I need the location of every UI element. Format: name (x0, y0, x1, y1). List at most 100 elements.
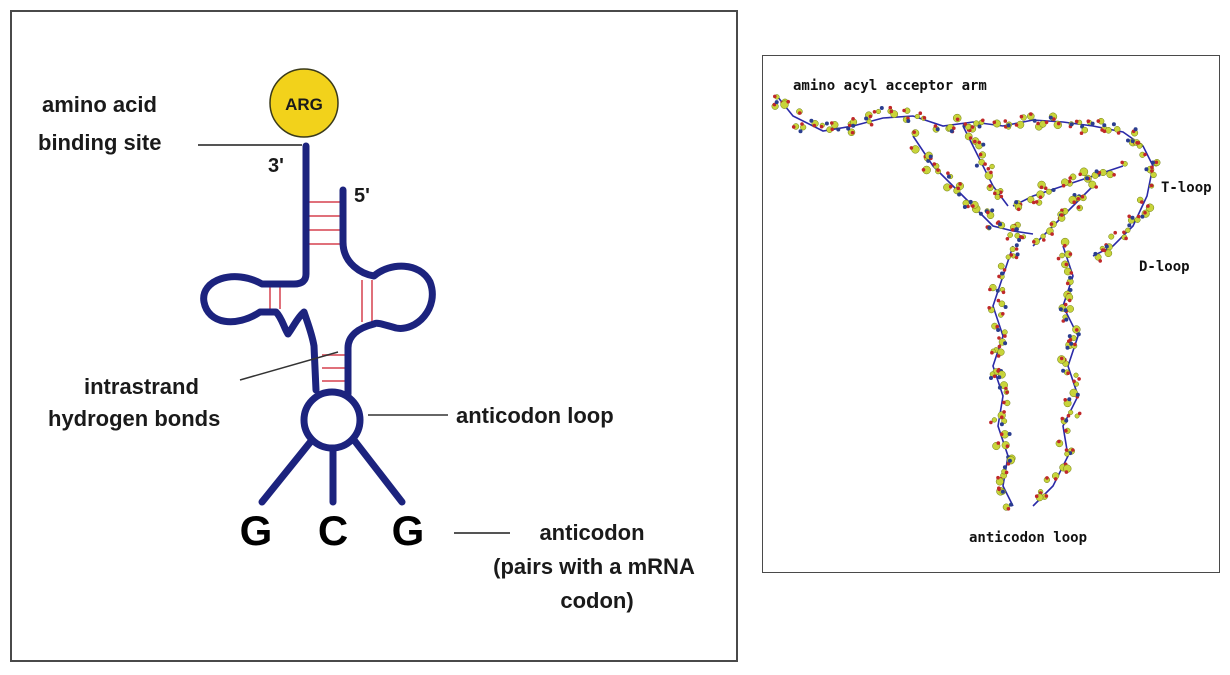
sugar-atom (1009, 246, 1016, 253)
codon-base-3: G (392, 507, 425, 554)
amino-acid-circle (269, 68, 339, 138)
oxygen-atom (999, 190, 1003, 195)
base-atom (1063, 308, 1068, 313)
base-atom (1051, 188, 1056, 192)
oxygen-atom (958, 182, 962, 186)
oxygen-atom (1068, 252, 1073, 256)
oxygen-atom (1060, 213, 1064, 217)
sugar-atom (997, 348, 1005, 356)
sugar-atom (1045, 188, 1052, 195)
base-atom (968, 199, 973, 204)
base-atom (1064, 317, 1069, 322)
oxygen-atom (1113, 230, 1117, 235)
base-atom (1009, 502, 1013, 507)
base-atom (1130, 139, 1135, 144)
oxygen-atom (1061, 319, 1066, 323)
oxygen-atom (1080, 194, 1085, 199)
sugar-atom (991, 417, 998, 423)
base-atom (1069, 122, 1074, 127)
oxygen-atom (1094, 185, 1098, 189)
oxygen-atom (996, 475, 1000, 480)
codon-base-2: C (318, 507, 348, 554)
anticodon-label-line2: (pairs with a mRNA (493, 554, 695, 579)
oxygen-atom (999, 194, 1004, 199)
sugar-atom (1005, 254, 1011, 260)
sugar-atom (1059, 252, 1065, 259)
oxygen-atom (1001, 312, 1005, 316)
oxygen-atom (1063, 302, 1068, 307)
intrastrand-pointer (239, 351, 339, 381)
oxygen-atom (1102, 129, 1107, 134)
oxygen-atom (1039, 185, 1044, 190)
oxygen-atom (986, 210, 990, 215)
oxygen-atom (830, 127, 835, 132)
oxygen-atom (1146, 204, 1150, 208)
oxygen-atom (1016, 207, 1021, 212)
oxygen-atom (997, 336, 1001, 340)
base-atom (995, 288, 1000, 293)
trna-schematic-panel: ARG amino acid binding site 3' 5' intras… (10, 10, 738, 662)
oxygen-atom (1019, 114, 1024, 119)
base-atom (1007, 458, 1012, 463)
oxygen-atom (912, 130, 916, 134)
sugar-atom (997, 262, 1005, 270)
d-loop-label: D-loop (1139, 259, 1190, 275)
oxygen-atom (1096, 119, 1101, 123)
intrastrand-label-line2: hydrogen bonds (48, 406, 220, 431)
sugar-atom (1081, 126, 1089, 134)
base-atom (997, 375, 1002, 380)
oxygen-atom (1059, 356, 1064, 361)
base-atom (974, 163, 979, 168)
oxygen-atom (921, 168, 926, 172)
anticodon-label-line3: codon) (560, 588, 633, 613)
five-prime-label: 5' (354, 185, 370, 207)
base-atom (906, 119, 911, 123)
base-atom (978, 211, 983, 216)
anticodon-loop-3d-label: anticodon loop (969, 530, 1087, 546)
oxygen-atom (889, 109, 894, 114)
binding-site-label-line2: binding site (38, 130, 161, 155)
oxygen-atom (1014, 123, 1019, 127)
oxygen-atom (1056, 256, 1061, 261)
trna-schematic-svg: ARG amino acid binding site 3' 5' intras… (38, 68, 695, 613)
sugar-atom (1064, 451, 1070, 457)
oxygen-atom (966, 204, 970, 209)
oxygen-atom (996, 441, 1001, 445)
oxygen-atom (997, 274, 1001, 279)
oxygen-atom (1060, 416, 1065, 421)
oxygen-atom (1006, 507, 1011, 511)
base-atom (1130, 215, 1135, 220)
oxygen-atom (1076, 205, 1081, 210)
sugar-atom (866, 118, 872, 125)
oxygen-atom (936, 168, 940, 172)
oxygen-atom (1009, 253, 1014, 257)
oxygen-atom (1077, 411, 1082, 416)
oxygen-atom (1063, 243, 1067, 248)
oxygen-atom (798, 111, 802, 115)
sugar-atom (995, 477, 1004, 486)
oxygen-atom (1042, 238, 1046, 242)
oxygen-atom (869, 122, 874, 127)
oxygen-atom (1064, 428, 1068, 433)
base-atom (1069, 341, 1074, 346)
sugar-atom (1068, 409, 1074, 415)
base-atom (1144, 167, 1149, 172)
base-atom (1061, 368, 1066, 373)
base-atom (809, 118, 814, 123)
oxygen-atom (977, 140, 982, 145)
oxygen-atom (996, 369, 1000, 373)
base-atom (824, 121, 829, 126)
oxygen-atom (1002, 400, 1006, 405)
base-atom (1068, 275, 1073, 280)
oxygen-atom (1057, 439, 1061, 444)
base-atom (1076, 332, 1081, 337)
sugar-atom (1108, 233, 1115, 240)
base-atom (1127, 223, 1132, 228)
oxygen-atom (1005, 444, 1010, 449)
oxygen-atom (988, 184, 992, 188)
base-atom (990, 208, 995, 213)
oxygen-atom (981, 118, 985, 123)
oxygen-atom (1069, 271, 1074, 275)
oxygen-atom (1124, 236, 1128, 241)
base-atom (864, 116, 869, 121)
